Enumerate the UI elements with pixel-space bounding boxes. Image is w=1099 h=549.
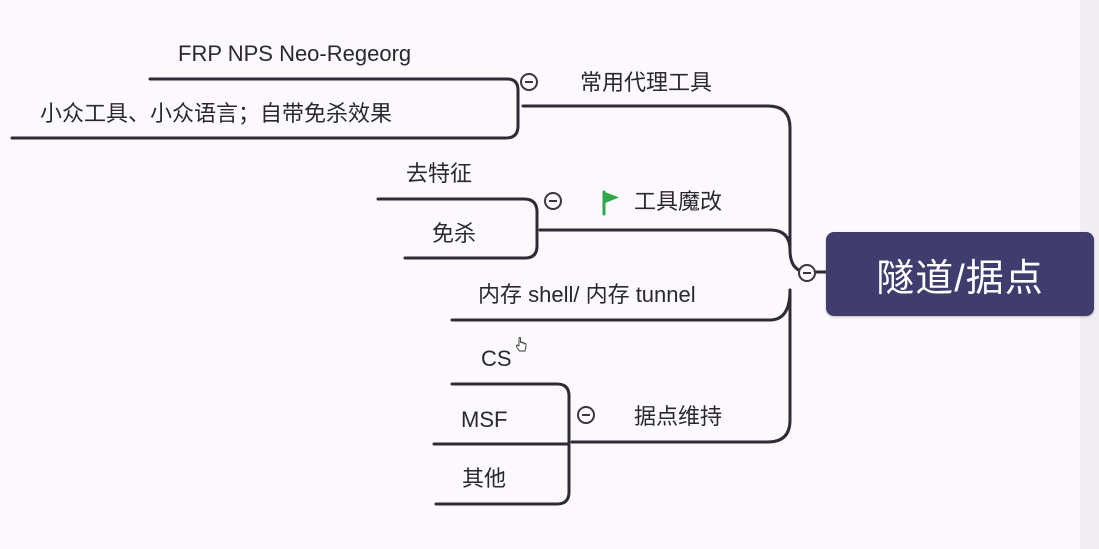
leaf-label-frp-nps[interactable]: FRP NPS Neo-Regeorg <box>178 41 412 66</box>
connector-b2-child1 <box>376 197 539 230</box>
collapse-toggle-root[interactable] <box>798 264 816 282</box>
connector-b2-child2 <box>403 226 539 260</box>
root-node[interactable]: 隧道/据点 <box>826 232 1094 316</box>
leaf-label-av-evasion[interactable]: 免杀 <box>432 221 477 246</box>
leaf-label-cs[interactable]: CS <box>481 346 512 371</box>
hand-cursor-icon <box>515 337 527 352</box>
leaf-label-niche-tools[interactable]: 小众工具、小众语言；自带免杀效果 <box>40 101 393 126</box>
branch-label-foothold-maintenance[interactable]: 据点维持 <box>634 404 723 429</box>
root-node-label: 隧道/据点 <box>876 257 1044 300</box>
connector-spine-bottom <box>570 288 792 444</box>
flag-icon <box>602 190 619 216</box>
connector-spine-mid <box>538 228 792 252</box>
connector-b1-child2 <box>10 102 520 140</box>
collapse-toggle-branch-1[interactable] <box>520 73 538 91</box>
leaf-label-msf[interactable]: MSF <box>461 407 508 432</box>
connector-b4-child2 <box>432 438 571 446</box>
leaf-label-remove-signature[interactable]: 去特征 <box>406 161 473 186</box>
leaf-label-other[interactable]: 其他 <box>462 466 507 491</box>
branch-label-tool-modification[interactable]: 工具魔改 <box>634 189 723 214</box>
connector-b4-child3 <box>434 438 571 506</box>
collapse-toggle-branch-4[interactable] <box>577 406 595 424</box>
branch-label-memory-shell[interactable]: 内存 shell/ 内存 tunnel <box>478 282 696 307</box>
branch-label-common-proxy-tools[interactable]: 常用代理工具 <box>580 70 713 95</box>
connector-b4-child1 <box>450 382 571 442</box>
collapse-toggle-branch-2[interactable] <box>544 192 562 210</box>
connector-b1-child1 <box>148 77 520 106</box>
